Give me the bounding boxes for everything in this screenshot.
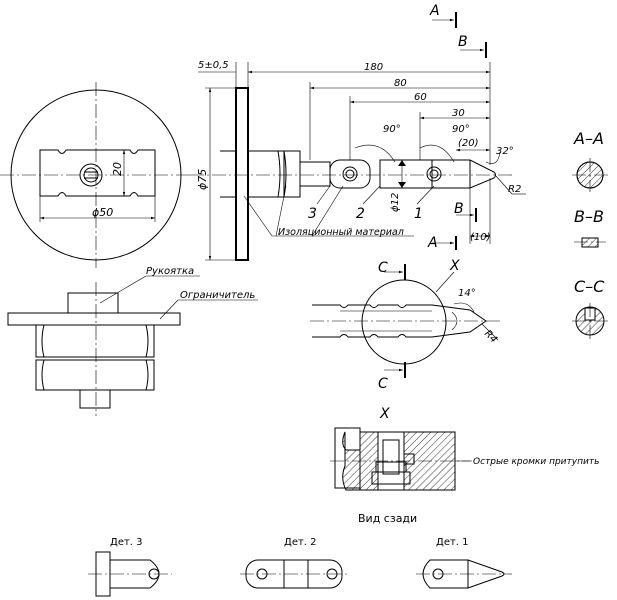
handle-callout: Рукоятка [146,266,194,277]
angle-90-left: 90° [383,124,401,135]
det1-label: Дет. 1 [436,537,469,548]
sections: A–A B–B C–C [572,129,608,340]
section-a-bottom: A [427,235,438,251]
rear-view: Вид сзади Дет. 3 Дет. 2 Дет. 1 [88,512,512,597]
detail-x-mark: X [449,258,460,274]
dim-30: 30 [452,108,465,119]
part-number-2: 2 [356,206,365,222]
detail-x-enlarged: X Острые кромки притупить [330,406,599,491]
dim-tolerance: 5±0,5 [198,60,229,71]
radius-r4: R4 [482,328,499,345]
section-bb-label: B–B [574,207,604,226]
dim-80: 80 [394,78,407,89]
section-cc-label: C–C [574,277,605,296]
angle-14: 14° [458,288,476,299]
section-c-bottom: C [378,376,388,392]
top-view: Рукоятка Ограничитель [7,266,258,416]
detail-x-title: X [379,406,390,422]
detail-x-view: C C X 14° R4 [310,258,500,392]
section-b-top: B [458,34,468,50]
part-number-3: 3 [308,206,317,222]
part-number-1: 1 [414,206,423,222]
insulation-callout: Изоляционный материал [278,227,404,238]
limiter-callout: Ограничитель [180,290,255,301]
dim-phi75: ϕ75 [196,169,209,190]
dim-phi50: ϕ50 [92,206,113,219]
angle-32: 32° [496,146,514,157]
section-b-bottom: B [454,201,464,217]
dim-phi12: ϕ12 [390,193,401,212]
det2-label: Дет. 2 [284,537,317,548]
dim-10-ref: (10) [470,232,491,243]
radius-r2: R2 [508,184,521,195]
section-c-top: C [378,260,388,276]
sharp-edges-callout: Острые кромки притупить [473,457,599,467]
dim-20: 20 [111,162,124,176]
rear-view-title: Вид сзади [358,512,417,525]
angle-90-right: 90° [452,124,470,135]
dim-60: 60 [414,92,427,103]
section-aa-label: A–A [573,129,604,148]
dim-20-ref: (20) [458,138,479,149]
dim-180: 180 [364,62,383,73]
side-view: 180 5±0,5 80 60 30 90° 90° (20) 32° R2 (… [190,3,526,261]
section-a-top: A [429,3,440,19]
det3-label: Дет. 3 [110,537,143,548]
end-view: 20 ϕ50 [0,82,193,268]
